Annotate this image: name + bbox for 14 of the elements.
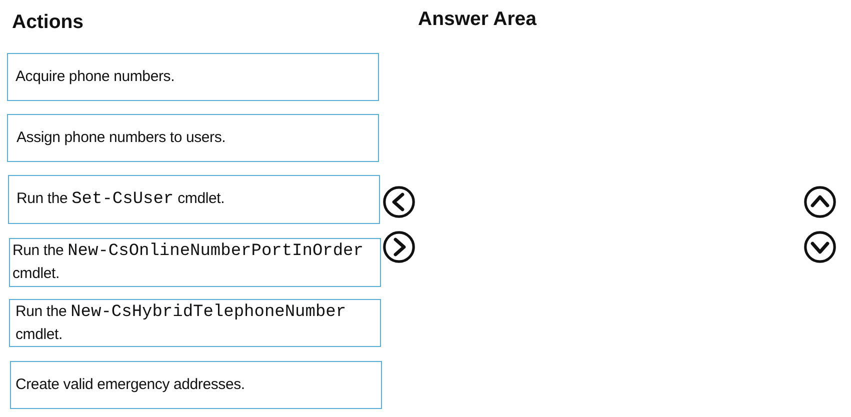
section-heading: Answer Area (418, 8, 536, 30)
action-text: Assign phone numbers to users. (16, 128, 226, 148)
action-card (10, 361, 382, 409)
action-text: Run the New-CsOnlineNumberPortInOrder cmdlet. (12, 241, 364, 284)
action-card (9, 299, 381, 347)
action-card (7, 114, 379, 162)
action-card (8, 175, 380, 224)
action-card (7, 53, 379, 101)
section-heading: Actions (12, 11, 84, 33)
action-text: Run the New-CsHybridTelephoneNumber cmdlet. (16, 302, 348, 344)
action-card (9, 238, 381, 287)
action-text: Run the Set-CsUser cmdlet. (16, 189, 225, 211)
action-text: Create valid emergency addresses. (16, 375, 245, 395)
action-text: Acquire phone numbers. (16, 67, 175, 87)
